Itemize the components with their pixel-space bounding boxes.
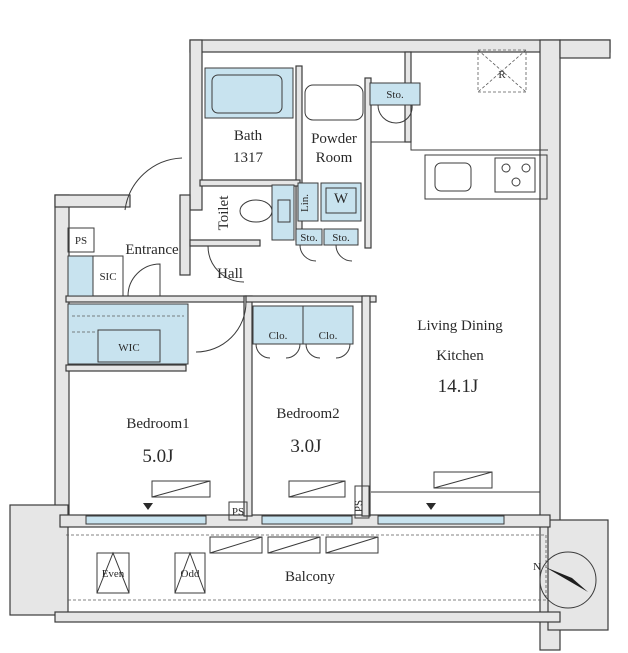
ldk-entry-marker-icon: [426, 503, 436, 510]
ac-units: [151, 471, 493, 498]
closet-a-label: Clo.: [269, 330, 288, 342]
storage-top: [369, 82, 421, 106]
cooktop-icon: [494, 157, 536, 193]
bedroom1-area: 5.0J: [142, 446, 173, 467]
entrance-label: Entrance: [125, 242, 179, 258]
ps-top-label: PS: [75, 235, 87, 247]
entrance-inner-door-icon: [127, 263, 161, 297]
storage-doors-icon: [299, 244, 353, 262]
wic-label: WIC: [118, 342, 139, 354]
bedroom2-label: Bedroom2: [276, 406, 339, 422]
burner-icon: [511, 177, 521, 187]
ps-top-box: [67, 227, 95, 253]
bath-label: Bath: [234, 128, 263, 144]
toilet-icon: [239, 199, 273, 223]
odd-hatch-icon: [174, 551, 206, 594]
bath-size: 1317: [233, 150, 264, 166]
sic-label: SIC: [99, 271, 116, 283]
powder-room-label-2: Room: [316, 150, 353, 166]
balcony-windows: [85, 515, 505, 525]
kitchen-counter: [424, 154, 548, 200]
wic-shelf-lines: [72, 315, 184, 333]
storage-top-door-icon: [377, 104, 413, 124]
ldk-edge-line: [371, 200, 541, 493]
toilet-zone: [271, 184, 295, 241]
bathtub-zone: [204, 67, 294, 119]
bedroom1-label: Bedroom1: [126, 416, 189, 432]
north-arrow-icon: [545, 567, 588, 592]
refrigerator-cross-icon: [477, 49, 527, 93]
ldk-label-2: Kitchen: [436, 348, 484, 364]
compass-label: N: [533, 561, 541, 573]
refrigerator-label: R: [498, 69, 506, 81]
washer-zone: [320, 182, 362, 222]
interior-walls: [65, 51, 412, 517]
balcony-outline: [66, 534, 547, 601]
toilet-tank-icon: [277, 199, 291, 223]
hall-label: Hall: [217, 266, 243, 282]
powder-room-label-1: Powder: [311, 131, 357, 147]
hall-door-icon: [207, 245, 245, 283]
sic-zone-left: [67, 255, 94, 297]
compass: N: [533, 551, 597, 609]
bedroom2-area: 3.0J: [290, 436, 321, 457]
wic-zone: [67, 303, 189, 365]
odd-label: Odd: [181, 568, 200, 580]
even-label: Even: [102, 568, 125, 580]
bedroom1-entry-marker-icon: [143, 503, 153, 510]
storage-b-label: Sto.: [332, 232, 350, 244]
ps-mid-box: [228, 501, 248, 521]
linen-label: Lin.: [299, 194, 311, 212]
ldk-area: 14.1J: [438, 376, 479, 397]
kitchen-sink-icon: [434, 162, 472, 192]
storage-a: [295, 228, 323, 246]
ps-right-label: PS: [353, 500, 365, 512]
washer-label: W: [334, 191, 349, 207]
bathtub-icon: [211, 74, 283, 114]
ldk-wall-line: [371, 141, 548, 151]
sic-box: [92, 255, 124, 297]
wic-box: [97, 329, 161, 363]
even-hatch-icon: [96, 551, 130, 594]
linen-zone: [297, 182, 319, 222]
washer-icon: [325, 187, 357, 214]
burner-icon: [521, 163, 531, 173]
storage-b: [323, 228, 359, 246]
closet-b-label: Clo.: [319, 330, 338, 342]
burner-icon: [501, 163, 511, 173]
closet-doors-icon: [255, 343, 351, 359]
closet-a: [252, 305, 304, 345]
bedroom1-door-icon: [195, 301, 247, 353]
sink-icon: [304, 84, 364, 121]
closet-b: [302, 305, 354, 345]
toilet-label: Toilet: [216, 195, 232, 231]
balcony-label: Balcony: [285, 569, 335, 585]
balcony-ac-units: [209, 536, 379, 554]
storage-top-label: Sto.: [386, 89, 404, 101]
ldk-label-1: Living Dining: [417, 318, 503, 334]
storage-a-label: Sto.: [300, 232, 318, 244]
entrance-door-icon: [124, 157, 183, 211]
ps-right-box: [354, 485, 370, 519]
ps-mid-label: PS: [232, 506, 244, 518]
